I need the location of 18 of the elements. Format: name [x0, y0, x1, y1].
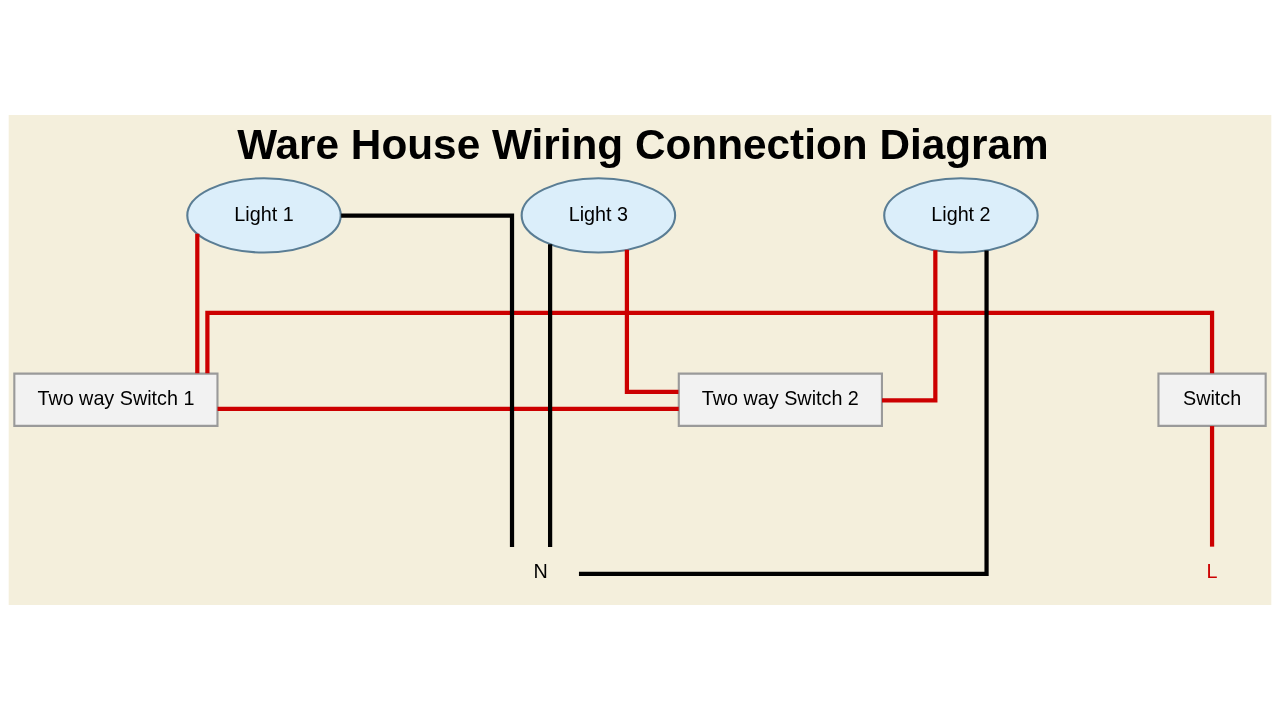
node-box: Switch — [1157, 372, 1267, 427]
node-box: Two way Switch 1 — [13, 372, 219, 427]
node-ellipse: Light 3 — [520, 177, 677, 254]
node-text: N — [533, 560, 548, 583]
node-ellipse: Light 2 — [883, 177, 1039, 254]
node-box: Two way Switch 2 — [677, 372, 883, 427]
connector — [341, 213, 515, 547]
connector — [205, 310, 1215, 374]
connector — [548, 244, 553, 547]
connector — [882, 250, 938, 403]
node-ellipse: Light 1 — [186, 177, 342, 254]
connector — [195, 233, 200, 374]
connector — [578, 250, 989, 577]
node-text: L — [1206, 560, 1218, 583]
connector — [1209, 426, 1215, 547]
connector — [624, 249, 679, 395]
connector — [217, 406, 679, 411]
diagram-title: Ware House Wiring Connection Diagram — [237, 120, 1049, 168]
